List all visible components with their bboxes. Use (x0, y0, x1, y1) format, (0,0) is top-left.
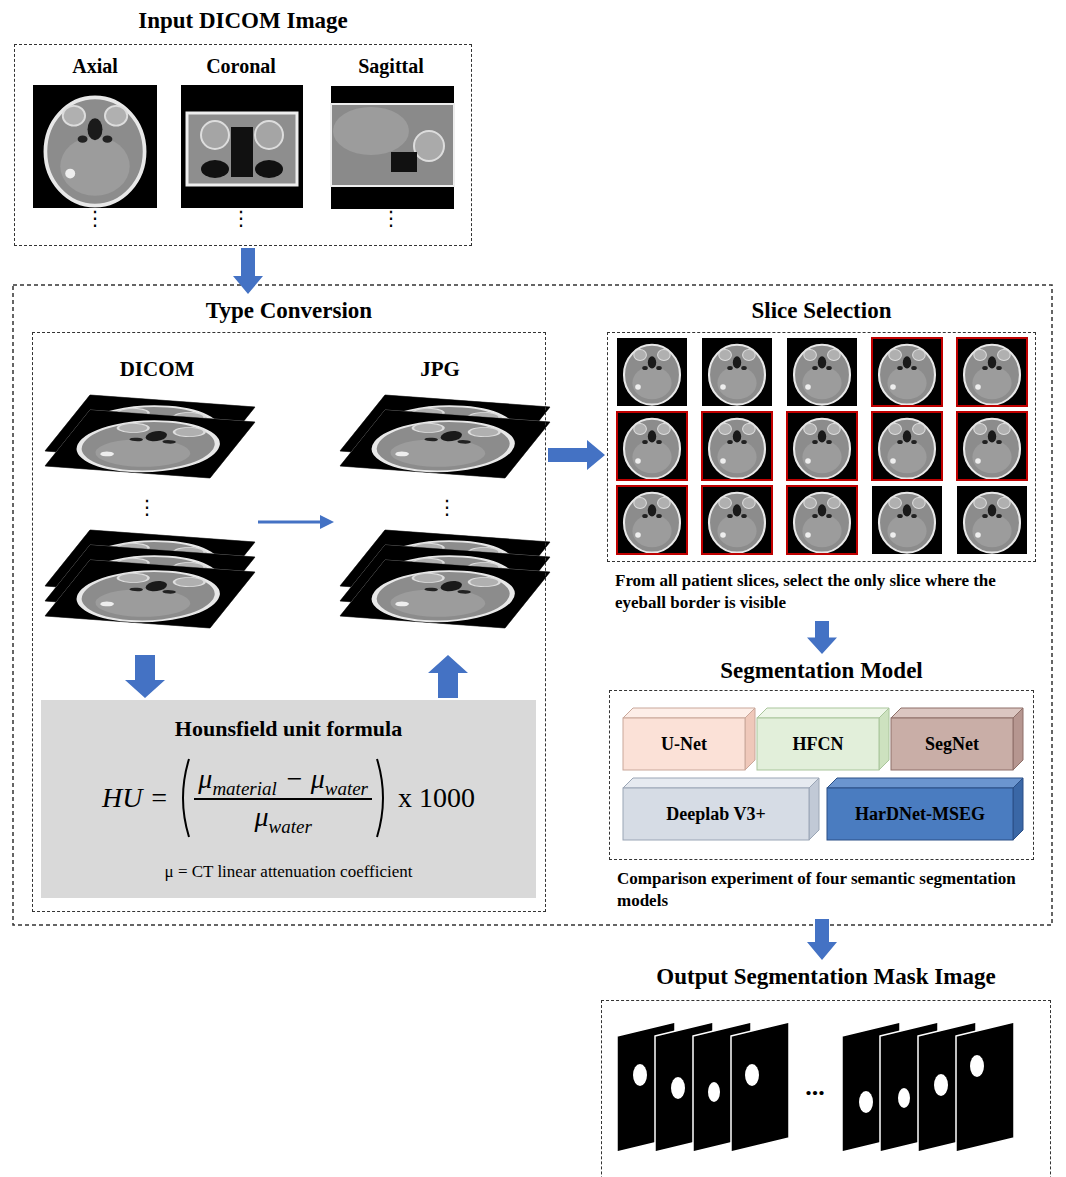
model-box: SegNet (891, 708, 1023, 770)
model-name: HFCN (757, 718, 879, 770)
model-name: SegNet (891, 718, 1013, 770)
section-heading: Output Segmentation Mask Image (601, 964, 1051, 990)
process-stage: Slice SelectionFrom all patient slices, … (607, 296, 1036, 619)
down-arrow (125, 655, 165, 698)
denominator: μwater (255, 800, 312, 833)
formula-term: x 1000 (398, 782, 475, 814)
up-arrow (428, 655, 468, 698)
continuation-dots: ⋮ (141, 206, 341, 230)
image-label: Coronal (141, 55, 341, 78)
flow-arrow (807, 919, 837, 960)
section-heading: Slice Selection (607, 298, 1036, 324)
model-box: HarDNet-MSEG (827, 778, 1023, 840)
section-heading: Segmentation Model (609, 658, 1034, 684)
formula-subscript: water (269, 816, 312, 837)
continuation-dots: ⋮ (347, 495, 547, 519)
model-name: HarDNet-MSEG (827, 788, 1013, 840)
formula-subscript: material (212, 778, 276, 799)
formula-note: μ = CT linear attenuation coefficient (41, 862, 536, 882)
continuation-dots: ⋮ (291, 206, 491, 230)
model-box: U-Net (623, 708, 755, 770)
formula-symbol: μ (198, 763, 212, 794)
coronal-image (181, 85, 303, 208)
formula-term: HU = (102, 782, 168, 814)
formula-box: Hounsfield unit formulaHU =μmaterial− μw… (41, 700, 536, 898)
image-label: DICOM (57, 357, 257, 382)
image-label: Sagittal (291, 55, 491, 78)
image-label: Axial (0, 55, 195, 78)
section-heading: Type Conversion (32, 298, 546, 324)
group-frame (13, 285, 1052, 925)
fraction: μmaterial − μwater μwater (194, 763, 372, 833)
slice-thumbnails (617, 338, 1027, 554)
mask-images (617, 1022, 1014, 1152)
sagittal-image (331, 86, 454, 209)
flow-arrow (233, 248, 263, 294)
model-name: Deeplab V3+ (623, 788, 809, 840)
model-name: U-Net (623, 718, 745, 770)
jpg-stack (340, 395, 550, 628)
flow-arrow (807, 621, 837, 654)
process-stage: Type ConversionHounsfield unit formulaHU… (32, 296, 546, 912)
conversion-arrow (258, 515, 334, 529)
image-label: JPG (340, 357, 540, 382)
ellipsis: ... (715, 1072, 915, 1102)
process-stage: Output Segmentation Mask Image (601, 962, 1051, 1177)
formula-symbol: μ (255, 801, 269, 832)
formula-parenthesis (176, 757, 192, 839)
dicom-stack (45, 395, 255, 628)
section-heading: Input DICOM Image (14, 8, 472, 34)
model-box: Deeplab V3+ (623, 778, 819, 840)
dashed-panel (601, 1000, 1051, 1177)
formula-symbol: − μ (285, 763, 325, 794)
formula: HU =μmaterial− μwaterμwaterx 1000 (41, 756, 536, 840)
formula-subscript: water (325, 778, 368, 799)
process-stage: Segmentation ModelComparison experiment … (609, 656, 1034, 917)
section-caption: From all patient slices, select the only… (615, 570, 1020, 614)
section-caption: Comparison experiment of four semantic s… (617, 868, 1017, 912)
continuation-dots: ⋮ (47, 495, 247, 519)
formula-parenthesis (374, 757, 390, 839)
numerator: μmaterial − μwater (194, 763, 372, 800)
axial-image (33, 85, 157, 208)
formula-heading: Hounsfield unit formula (41, 716, 536, 742)
dashed-panel (607, 332, 1036, 562)
flow-arrow (548, 440, 605, 470)
model-box: HFCN (757, 708, 889, 770)
continuation-dots: ⋮ (0, 206, 195, 230)
